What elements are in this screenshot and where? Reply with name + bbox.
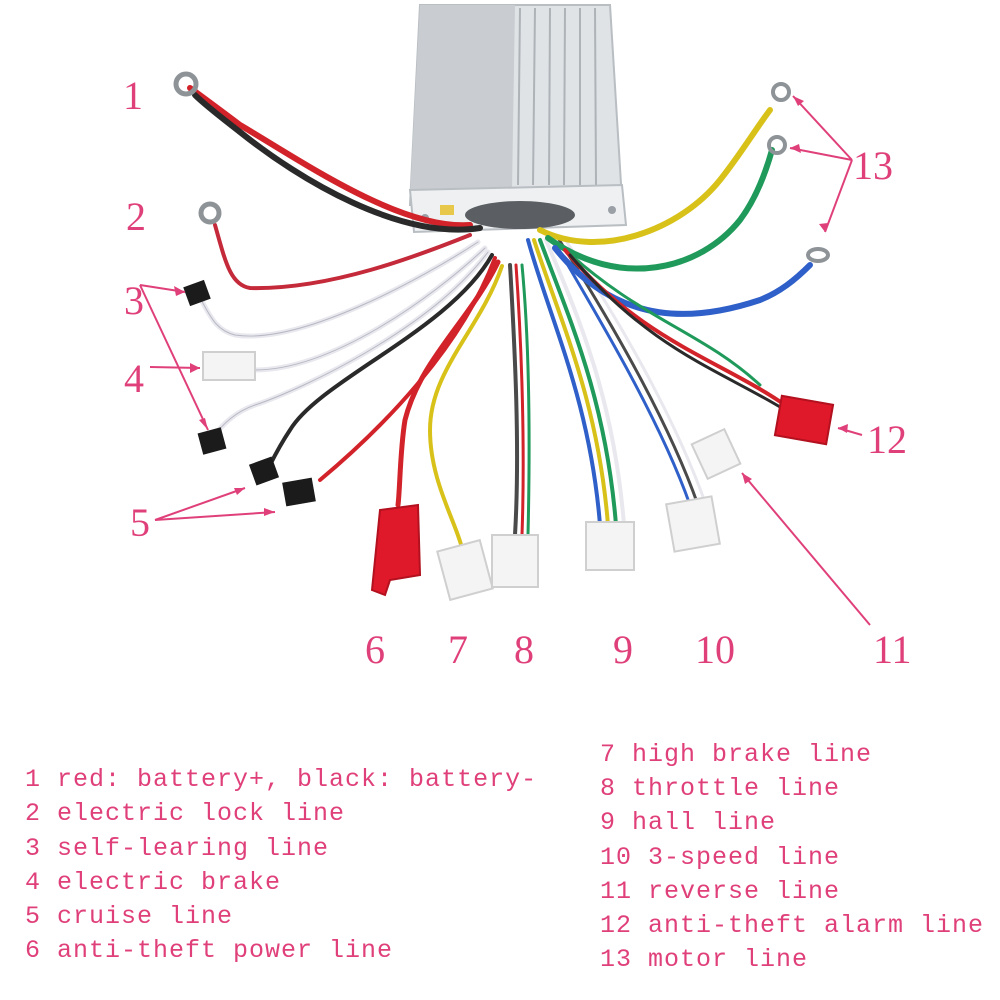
controller-wiring-illustration [139,4,871,626]
legend-item-1: 1 red: battery+, black: battery- [25,765,538,794]
callout-1: 1 [123,73,143,118]
callout-10: 10 [695,627,735,672]
legend-item-8: 8 throttle line [600,774,841,803]
controller-body [408,4,628,234]
legend-item-12: 12 anti-theft alarm line [600,911,985,940]
legend-item-3: 3 self-learing line [25,834,330,863]
callout-4: 4 [124,356,144,401]
legend-item-11: 11 reverse line [600,877,841,906]
legend-item-7: 7 high brake line [600,740,873,769]
callout-11: 11 [873,627,912,672]
callout-12: 12 [867,417,907,462]
callout-8: 8 [514,627,534,672]
arrow-heads [174,96,848,516]
connectors [173,71,835,602]
callout-13: 13 [853,143,893,188]
legend-item-9: 9 hall line [600,808,777,837]
legend-item-6: 6 anti-theft power line [25,936,394,965]
callout-5: 5 [130,500,150,545]
callout-6: 6 [365,627,385,672]
legend-item-5: 5 cruise line [25,902,234,931]
callout-9: 9 [613,627,633,672]
wire-bundle [187,85,813,550]
legend-item-2: 2 electric lock line [25,799,346,828]
callout-7: 7 [448,627,468,672]
callout-2: 2 [126,194,146,239]
legend-item-4: 4 electric brake [25,868,282,897]
pointer-arrows [139,95,871,626]
callout-3: 3 [124,278,144,323]
legend-item-13: 13 motor line [600,945,809,974]
legend-item-10: 10 3-speed line [600,843,841,872]
